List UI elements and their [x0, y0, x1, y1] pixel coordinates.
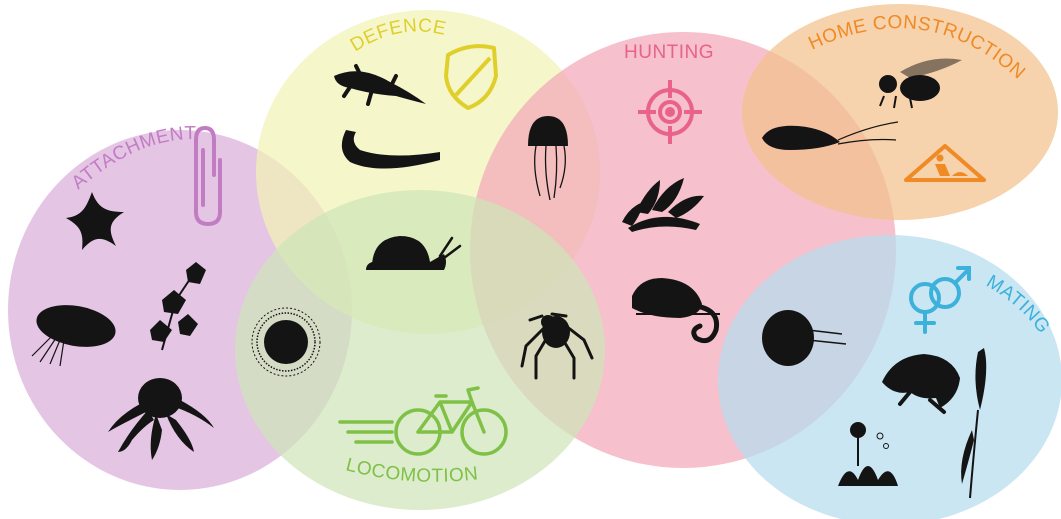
hunting-label: HUNTING — [624, 42, 714, 63]
home-construction-circle — [742, 4, 1058, 220]
